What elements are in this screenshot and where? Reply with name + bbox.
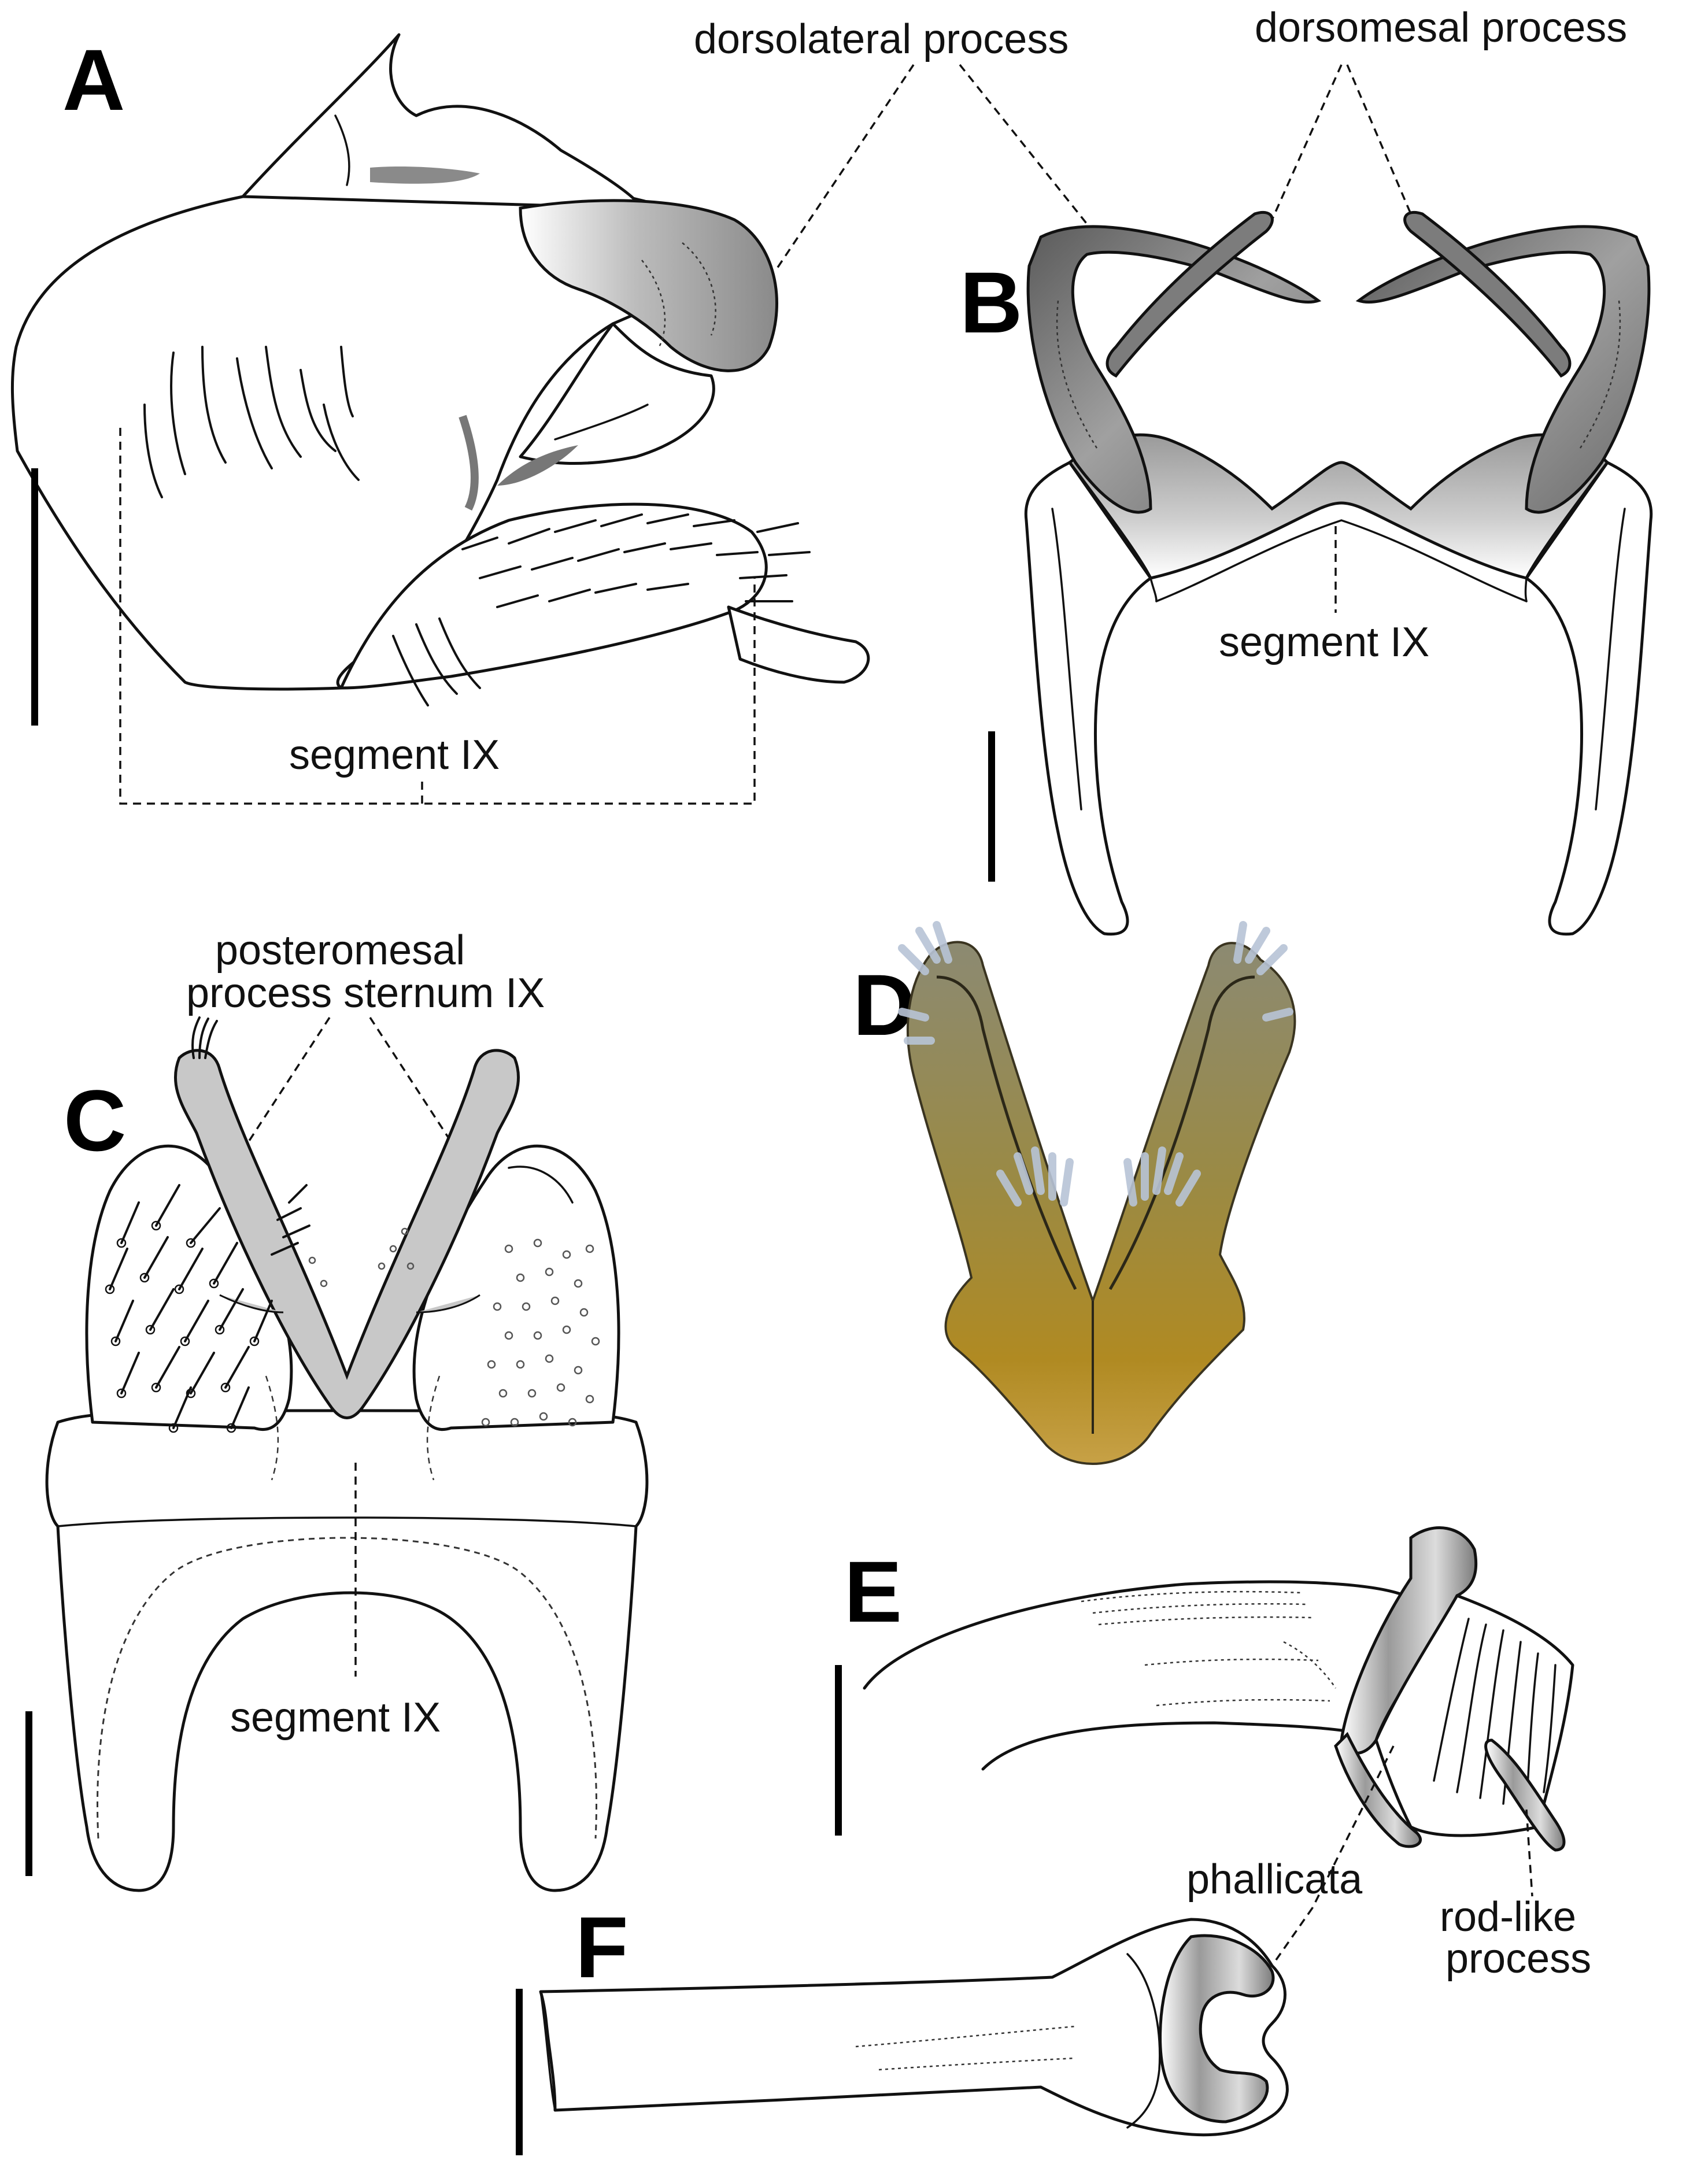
- leader-dorsolateral-a: [774, 64, 915, 272]
- dorsolateral-inner-line: [682, 242, 716, 336]
- label-dorsolateral-process: dorsolateral process: [694, 16, 1069, 62]
- label-phallicata: phallicata: [1186, 1856, 1363, 1903]
- leader-posteromesal-left: [242, 1017, 331, 1151]
- leader-phallicata-f: [1271, 1907, 1314, 1967]
- inferior-appendage: [727, 605, 870, 684]
- posteromesal-flange-right: [416, 1294, 480, 1314]
- inner-lobe-fold: [554, 404, 649, 441]
- photo-right-edge: [1108, 975, 1255, 1290]
- cercus-setae: [392, 513, 811, 706]
- posteromesal-process: [173, 1049, 520, 1419]
- leader-posteromesal-right: [369, 1017, 458, 1151]
- hood-ridge: [334, 114, 350, 186]
- right-inner-dotted: [426, 1375, 441, 1481]
- posteromesal-setae: [191, 1016, 310, 1256]
- dorsomesal-process-right: [1403, 210, 1572, 378]
- left-lobe-setae: [105, 1184, 273, 1433]
- dorsomesal-process-left: [1106, 210, 1274, 378]
- right-arm-inner: [1595, 508, 1626, 811]
- label-segment-ix-b: segment IX: [1219, 619, 1429, 665]
- segment-ix-saddle: [1067, 433, 1610, 580]
- phallus-lower-edge: [981, 1721, 1366, 1771]
- dorsolateral-inner-line-2: [641, 260, 666, 347]
- segment-ix-right-arm: [1525, 461, 1653, 936]
- label-dorsomesal-process: dorsomesal process: [1255, 5, 1627, 51]
- phallicata-apex: [1159, 1934, 1275, 2123]
- leader-dorsomesal-right: [1346, 64, 1412, 214]
- label-segment-ix-c: segment IX: [230, 1695, 441, 1741]
- sternum-fold: [57, 1516, 637, 1527]
- panel-letter-d: D: [853, 956, 915, 1053]
- panel-b: B segment IX: [960, 210, 1653, 936]
- segment-ix-left-arm: [1024, 461, 1152, 936]
- dorsolateral-process: [519, 199, 778, 372]
- panel-d: D: [853, 921, 1296, 1466]
- panel-a: A: [10, 31, 870, 805]
- hood-shadow: [370, 167, 480, 184]
- dorsal-hood: [241, 33, 644, 210]
- inner-lobe-shadow: [497, 445, 578, 486]
- photo-setae: [898, 921, 1293, 1207]
- apex-collar: [1126, 1953, 1161, 2129]
- photo-left-edge: [936, 975, 1077, 1290]
- label-rod-like-line2: process: [1445, 1936, 1591, 1982]
- phallicata-tube: [539, 1918, 1289, 2137]
- inner-lobe: [519, 322, 715, 465]
- phallus-upper-edge: [863, 1580, 1407, 1690]
- label-segment-ix-a: segment IX: [289, 732, 500, 778]
- saddle-edge-left: [1149, 577, 1158, 602]
- phallus-striae: [1081, 1590, 1337, 1707]
- sternum-photo-specimen: [907, 941, 1296, 1466]
- rod-like-process: [1484, 1738, 1566, 1852]
- tube-end-rim: [539, 1991, 556, 2111]
- cercus: [339, 502, 768, 690]
- leader-dorsolateral-b: [959, 64, 1094, 232]
- panel-letter-c: C: [64, 1072, 126, 1169]
- label-posteromesal-line2: process sternum IX: [186, 970, 545, 1016]
- leader-phallicata-e: [1311, 1745, 1395, 1908]
- left-inner-dotted: [265, 1375, 279, 1481]
- plate-shadow-line: [459, 415, 479, 511]
- plate-setae: [143, 346, 360, 498]
- saddle-edge-right: [1524, 577, 1528, 602]
- panel-letter-a: A: [62, 31, 125, 128]
- right-lobe-highlight: [508, 1166, 574, 1204]
- panel-letter-b: B: [960, 254, 1022, 351]
- b-inner-dotted-right: [1577, 300, 1621, 452]
- right-lobe-pores: [308, 1227, 600, 1427]
- segment-ix-sternum: [45, 1409, 649, 1892]
- leader-rod-like-process: [1525, 1809, 1533, 1897]
- segment-ix-bracket-a: [119, 428, 756, 805]
- label-posteromesal-line1: posteromesal: [215, 927, 465, 974]
- label-rod-like-line1: rod-like: [1440, 1894, 1576, 1940]
- panel-letter-e: E: [844, 1543, 902, 1640]
- leader-dorsomesal-left: [1271, 64, 1343, 220]
- panel-c: C posteromesal process sternum IX: [25, 927, 649, 1892]
- sternum-dotted-line: [97, 1537, 597, 1839]
- panel-e: E phallicata rod-li: [835, 1526, 1591, 1982]
- saddle-ridge: [1155, 519, 1528, 602]
- b-inner-dotted-left: [1056, 300, 1100, 452]
- panel-f: F: [516, 1899, 1289, 2155]
- left-arm-inner: [1051, 508, 1082, 811]
- tube-dotted-2: [878, 2057, 1076, 2071]
- panel-letter-f: F: [575, 1899, 629, 1996]
